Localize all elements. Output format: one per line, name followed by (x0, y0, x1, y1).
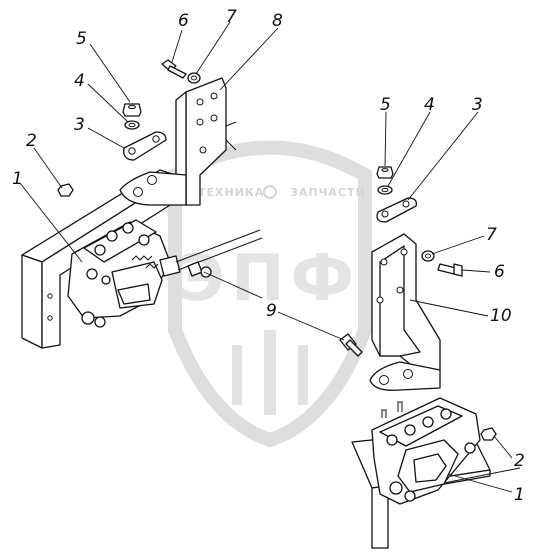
washer-4-left (124, 120, 140, 130)
washer-7-top (187, 72, 201, 84)
callout-1-left: 1 (12, 169, 23, 189)
callout-3-right: 3 (472, 95, 483, 115)
watermark: ТЕХНИКА ЗАПЧАСТИ ЭПФ (168, 140, 372, 448)
callout-labels: 1 2 3 4 5 6 7 8 9 5 4 3 7 6 10 2 1 (12, 7, 525, 505)
callout-4-left: 4 (74, 71, 85, 91)
plate-3-right (376, 197, 417, 223)
callout-2-right: 2 (514, 451, 525, 471)
callout-7-top: 7 (226, 7, 237, 27)
valve-1-left (67, 219, 263, 328)
callout-6-right: 6 (494, 262, 505, 282)
valve-1-right (371, 397, 481, 505)
watermark-gear-icon (263, 185, 277, 199)
leader-lines (19, 21, 513, 493)
callout-7-right: 7 (486, 225, 497, 245)
callout-5-left: 5 (76, 29, 87, 49)
bolt-6-right (437, 263, 463, 277)
nut-5-right (376, 166, 394, 179)
watermark-wheat-icon (232, 330, 308, 415)
callout-10: 10 (490, 306, 512, 326)
nut-5-left (122, 103, 142, 117)
callout-3-left: 3 (74, 115, 85, 135)
washer-7-right (421, 250, 435, 262)
callout-2-left: 2 (26, 131, 37, 151)
callout-4-right: 4 (424, 95, 435, 115)
nut-2-right (480, 427, 497, 441)
plate-3-left (123, 131, 167, 161)
callout-9: 9 (266, 301, 277, 321)
bolt-9-right (339, 333, 363, 357)
bracket-8 (119, 77, 237, 206)
callout-6-top: 6 (178, 11, 189, 31)
watermark-big-text: ЭПФ (178, 242, 360, 316)
bolt-6-top (161, 59, 187, 79)
watermark-text-left: ТЕХНИКА (198, 186, 264, 199)
callout-8: 8 (272, 11, 283, 31)
callout-5-right: 5 (380, 95, 391, 115)
callout-1-right: 1 (514, 485, 525, 505)
watermark-text-right: ЗАПЧАСТИ (290, 186, 366, 199)
bracket-10 (369, 233, 441, 391)
washer-4-right (377, 185, 393, 195)
